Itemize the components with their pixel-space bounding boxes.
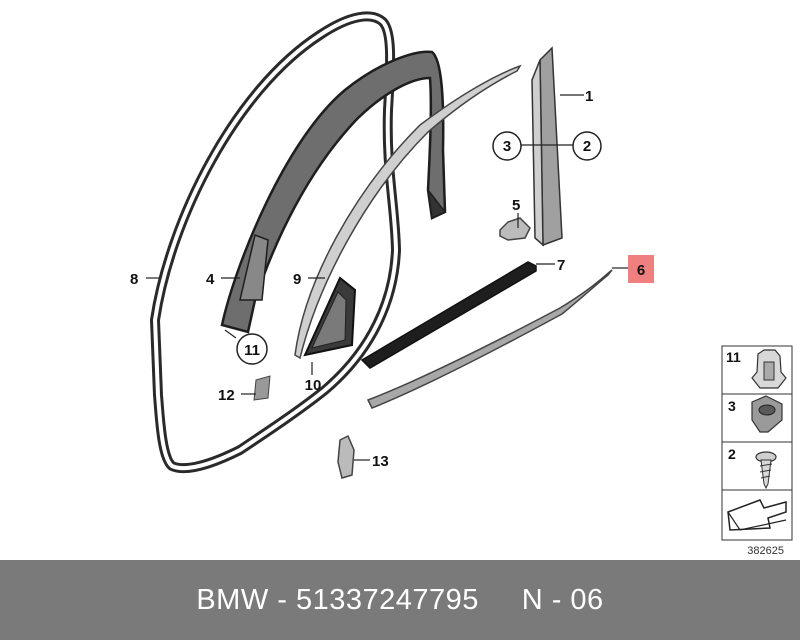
section-arrow-icon — [727, 499, 787, 531]
callout-3: 3 — [503, 138, 511, 155]
footer-brand: BMW — [196, 583, 269, 616]
callout-6-highlight — [628, 255, 654, 283]
callout-2-circle — [572, 131, 602, 161]
mirror-triangle-part-10 — [303, 276, 357, 357]
leader-lines — [146, 94, 628, 461]
callout-9: 9 — [293, 271, 301, 288]
legend-label-11: 11 — [726, 349, 741, 365]
callout-13: 13 — [372, 453, 389, 470]
door-seal-part-8 — [150, 11, 401, 474]
callout-7: 7 — [557, 257, 565, 274]
frame-seal-part-4 — [220, 50, 447, 334]
parts-diagram: 1 3 2 5 7 6 8 4 9 11 10 12 13 11 3 2 — [130, 11, 793, 557]
footer-position: N - 06 — [521, 583, 604, 616]
legend-label-2: 2 — [728, 446, 736, 462]
trim-strip-part-9 — [294, 64, 522, 360]
callout-12: 12 — [218, 387, 235, 404]
reference-number: 382625 — [747, 545, 784, 557]
callout-1: 1 — [585, 88, 593, 105]
footer-bar: BMW - 51337247795 N - 06 — [0, 560, 800, 640]
plastic-nut-icon — [751, 395, 783, 433]
callout-6: 6 — [637, 262, 645, 279]
lower-trim-part-6 — [366, 269, 613, 409]
callout-11: 11 — [244, 342, 260, 359]
footer-part-info: BMW - 51337247795 N - 06 — [196, 583, 604, 616]
bracket-part-13 — [337, 434, 355, 479]
callout-2: 2 — [583, 138, 591, 155]
fastener-legend: 11 3 2 — [721, 345, 793, 541]
screw-icon — [755, 451, 777, 490]
callout-10: 10 — [305, 377, 322, 394]
pillar-trim-part-1 — [531, 46, 563, 247]
callout-4: 4 — [206, 271, 215, 288]
clip-part-5 — [499, 217, 531, 241]
callout-3-circle — [492, 131, 522, 161]
pad-part-12 — [253, 375, 271, 401]
belt-strip-part-7 — [360, 261, 537, 369]
clip-nut-icon — [751, 349, 787, 389]
callout-8: 8 — [130, 271, 138, 288]
callout-11-circle — [236, 333, 268, 365]
legend-label-3: 3 — [728, 398, 736, 414]
footer-part-number: 51337247795 — [295, 583, 479, 616]
callout-5: 5 — [512, 197, 520, 214]
